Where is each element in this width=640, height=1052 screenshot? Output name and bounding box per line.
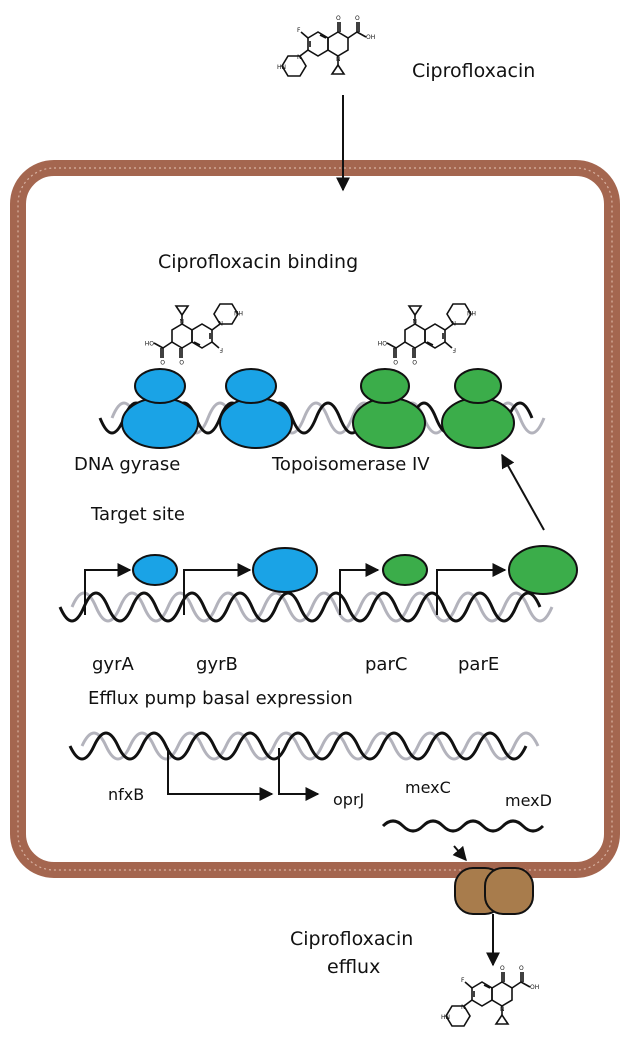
pump-assembly-arrow [452,845,467,862]
ciprofloxacin-molecule-bottom [440,964,541,1027]
efflux-label-line2: efflux [327,956,380,978]
gyrA-promoter-arrow [84,563,132,615]
nfxB-label: nfxB [108,785,144,804]
gyrA-protein [132,554,178,586]
topo-iv-protein-1 [352,368,426,449]
parE-protein [508,545,578,595]
parE-label: parE [458,654,499,675]
dna-gyrase-protein-2 [219,368,293,449]
dna-helix-efflux [68,731,540,761]
parC-protein [382,554,428,586]
mexC-label: mexC [405,778,451,797]
drug-label-top: Ciprofloxacin [412,60,535,82]
ciprofloxacin-bound-topo [376,303,477,366]
ciprofloxacin-bound-gyrase [143,303,244,366]
parE-promoter-arrow [436,563,507,615]
dna-helix-target [58,591,554,623]
oprJ-label: oprJ [333,790,364,809]
parC-label: parC [365,654,407,675]
efflux-label-line1: Ciprofloxacin [290,928,413,950]
expression-arrow [501,453,545,531]
parC-promoter-arrow [339,563,380,615]
efflux-title: Efflux pump basal expression [88,688,353,709]
dna-gyrase-label: DNA gyrase [74,454,180,475]
gyrA-label: gyrA [92,654,134,675]
topo-iv-protein-2 [441,368,515,449]
nfxB-arrow [167,748,274,801]
target-site-label: Target site [90,504,185,525]
oprJ-promoter-arrow [278,748,320,801]
mrna-transcript [381,819,545,833]
ciprofloxacin-molecule-top [276,14,377,77]
cell-membrane [10,160,620,878]
mexD-label: mexD [505,791,552,810]
topo-iv-label: Topoisomerase IV [271,454,430,475]
gyrB-label: gyrB [196,654,238,675]
efflux-pump [454,867,534,915]
gyrB-promoter-arrow [183,563,252,615]
dna-gyrase-protein-1 [121,368,199,449]
gyrB-protein [252,547,318,593]
binding-title: Ciprofloxacin binding [158,251,358,273]
